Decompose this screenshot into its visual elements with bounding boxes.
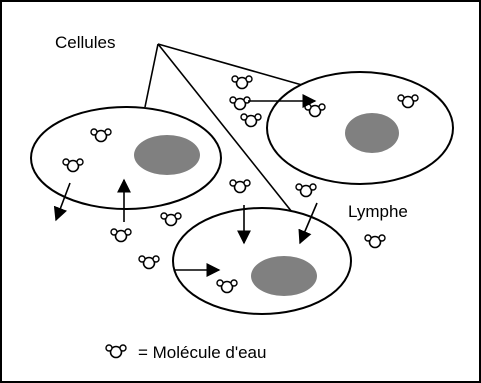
cell-bottom (173, 208, 351, 314)
cell-left (31, 107, 221, 209)
label-lymph: Lymphe (348, 202, 408, 221)
cell-right (267, 72, 453, 184)
nucleus (345, 113, 399, 153)
legend-text: = Molécule d'eau (138, 343, 266, 362)
nucleus (251, 256, 317, 296)
nucleus (134, 135, 200, 175)
label-cells: Cellules (55, 33, 115, 52)
